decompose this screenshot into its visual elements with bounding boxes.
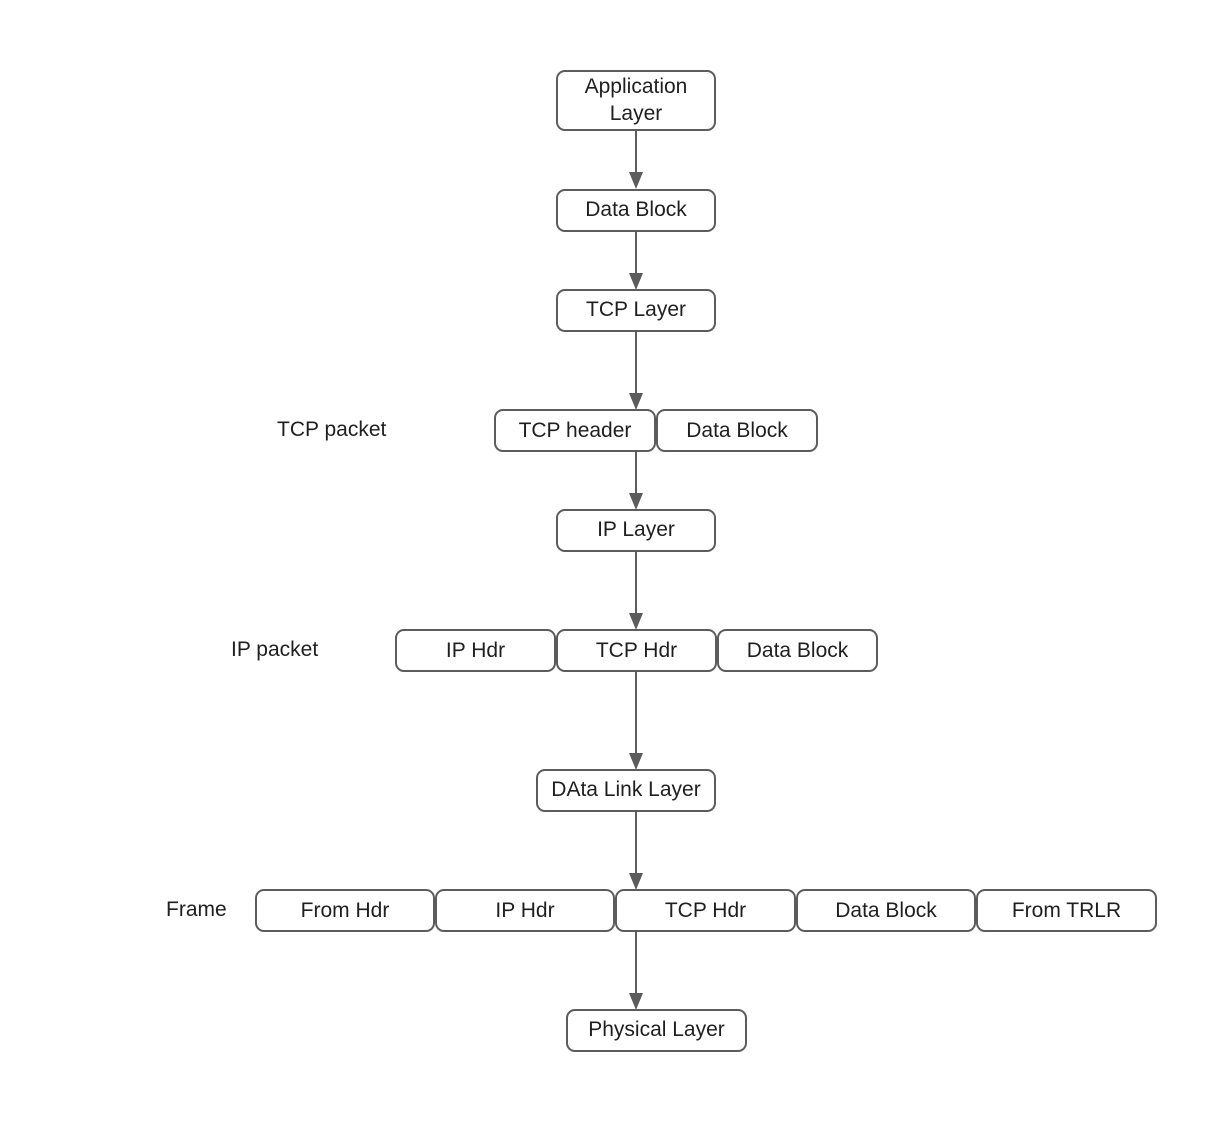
packet-frame: From Hdr IP Hdr TCP Hdr Data Block From … <box>255 889 1157 932</box>
node-ip-layer[interactable]: IP Layer <box>556 509 716 552</box>
packet-tcp: TCP header Data Block <box>494 409 818 452</box>
caption-frame: Frame <box>166 898 227 921</box>
packet-tcp-segment-tcp-header[interactable]: TCP header <box>494 409 656 452</box>
caption-tcp-packet: TCP packet <box>277 418 387 441</box>
node-data-block[interactable]: Data Block <box>556 189 716 232</box>
packet-frame-segment-data-block[interactable]: Data Block <box>796 889 976 932</box>
packet-frame-segment-from-trlr[interactable]: From TRLR <box>976 889 1157 932</box>
node-physical-layer[interactable]: Physical Layer <box>566 1009 747 1052</box>
packet-frame-segment-tcp-hdr[interactable]: TCP Hdr <box>615 889 796 932</box>
caption-ip-packet: IP packet <box>231 638 319 661</box>
packet-ip-segment-tcp-hdr[interactable]: TCP Hdr <box>556 629 717 672</box>
packet-tcp-segment-data-block[interactable]: Data Block <box>656 409 818 452</box>
packet-ip-segment-ip-hdr[interactable]: IP Hdr <box>395 629 556 672</box>
node-application-layer-label-line2: Layer <box>609 101 663 125</box>
packet-ip-segment-data-block[interactable]: Data Block <box>717 629 878 672</box>
packet-ip: IP Hdr TCP Hdr Data Block <box>395 629 878 672</box>
packet-frame-segment-ip-hdr[interactable]: IP Hdr <box>435 889 615 932</box>
node-application-layer[interactable]: Application Layer <box>556 70 716 131</box>
packet-frame-segment-from-hdr[interactable]: From Hdr <box>255 889 435 932</box>
node-data-link-layer[interactable]: DAta Link Layer <box>536 769 716 812</box>
node-application-layer-label-line1: Application <box>584 75 688 99</box>
node-tcp-layer[interactable]: TCP Layer <box>556 289 716 332</box>
